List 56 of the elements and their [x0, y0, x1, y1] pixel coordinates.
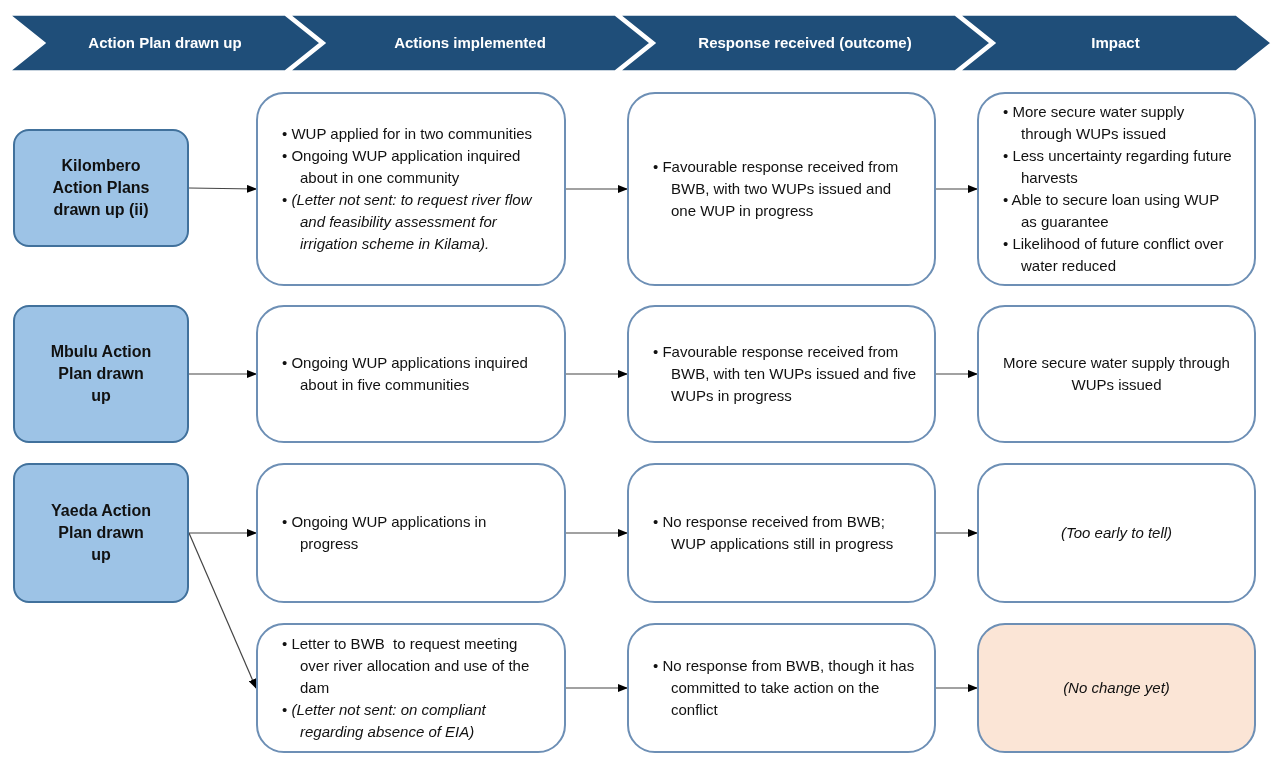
plan-box: [13, 305, 189, 443]
process-box: [977, 305, 1256, 443]
chevron-step: [620, 15, 990, 71]
arrow: [935, 185, 978, 193]
arrow: [565, 684, 628, 692]
step-title: Action Plan drawn up: [88, 32, 242, 53]
process-box: [256, 463, 566, 603]
plan-box: [13, 129, 189, 247]
bullet-text: • Able to secure loan using WUP as guarantee: [1003, 190, 1220, 232]
bullet-text: • Less uncertainty regarding future harvests: [1003, 146, 1233, 188]
step-title: Actions implemented: [394, 32, 546, 53]
bullet-text: • (Letter not sent: on compliant regarding absence of EIA): [282, 700, 487, 742]
process-box: [627, 463, 936, 603]
bullet-text: • Favourable response received from BWB, with ten WUPs issued and five WUPs in progress: [653, 342, 918, 406]
bullet-text: • No response from BWB, though it has committed to take action on the conflict: [653, 656, 916, 720]
arrow: [935, 370, 978, 378]
arrow: [565, 370, 628, 378]
step-title: Response received (outcome): [698, 32, 912, 53]
box-text: (No change yet): [1062, 678, 1171, 698]
box-text: Kilombero Action Plans drawn up (ii): [51, 156, 151, 220]
chevron-step: [960, 15, 1271, 71]
arrow: [188, 532, 257, 689]
bullet-text: • Likelihood of future conflict over water reduced: [1003, 234, 1225, 276]
arrow: [188, 529, 257, 537]
arrow: [935, 529, 978, 537]
chevron-step: [290, 15, 650, 71]
process-box: [977, 463, 1256, 603]
arrow: [935, 684, 978, 692]
bullet-text: • No response received from BWB; WUP applications still in progress: [653, 512, 895, 554]
outcome-box: [977, 623, 1256, 753]
process-box: [977, 92, 1256, 286]
step-title: Impact: [1091, 32, 1140, 53]
box-text: More secure water supply through WUPs issued: [1002, 353, 1231, 395]
arrow: [188, 370, 257, 378]
box-text: Yaeda Action Plan drawn up: [50, 501, 152, 565]
chevron-step: [10, 15, 320, 71]
bullet-text: • Letter to BWB to request meeting over river allocation and use of the dam: [282, 634, 531, 698]
bullet-text: • WUP applied for in two communities: [282, 124, 534, 144]
arrow: [565, 185, 628, 193]
bullet-text: • Ongoing WUP application inquired about in one community: [282, 146, 522, 188]
bullet-text: • (Letter not sent: to request river flow and feasibility assessment for irrigation scheme in Kilama).: [282, 190, 533, 254]
box-text: Mbulu Action Plan drawn up: [49, 342, 153, 406]
plan-box: [13, 463, 189, 603]
bullet-text: • Favourable response received from BWB, with two WUPs issued and one WUP in progress: [653, 157, 900, 221]
process-box: [256, 92, 566, 286]
bullet-text: • Ongoing WUP applications in progress: [282, 512, 488, 554]
box-text: (Too early to tell): [1059, 523, 1174, 543]
process-box: [256, 305, 566, 443]
process-box: [627, 92, 936, 286]
bullet-text: • More secure water supply through WUPs issued: [1003, 102, 1186, 144]
process-box: [256, 623, 566, 753]
bullet-text: • Ongoing WUP applications inquired about in five communities: [282, 353, 529, 395]
arrow: [188, 184, 257, 193]
process-box: [627, 305, 936, 443]
process-box: [627, 623, 936, 753]
arrow: [565, 529, 628, 537]
